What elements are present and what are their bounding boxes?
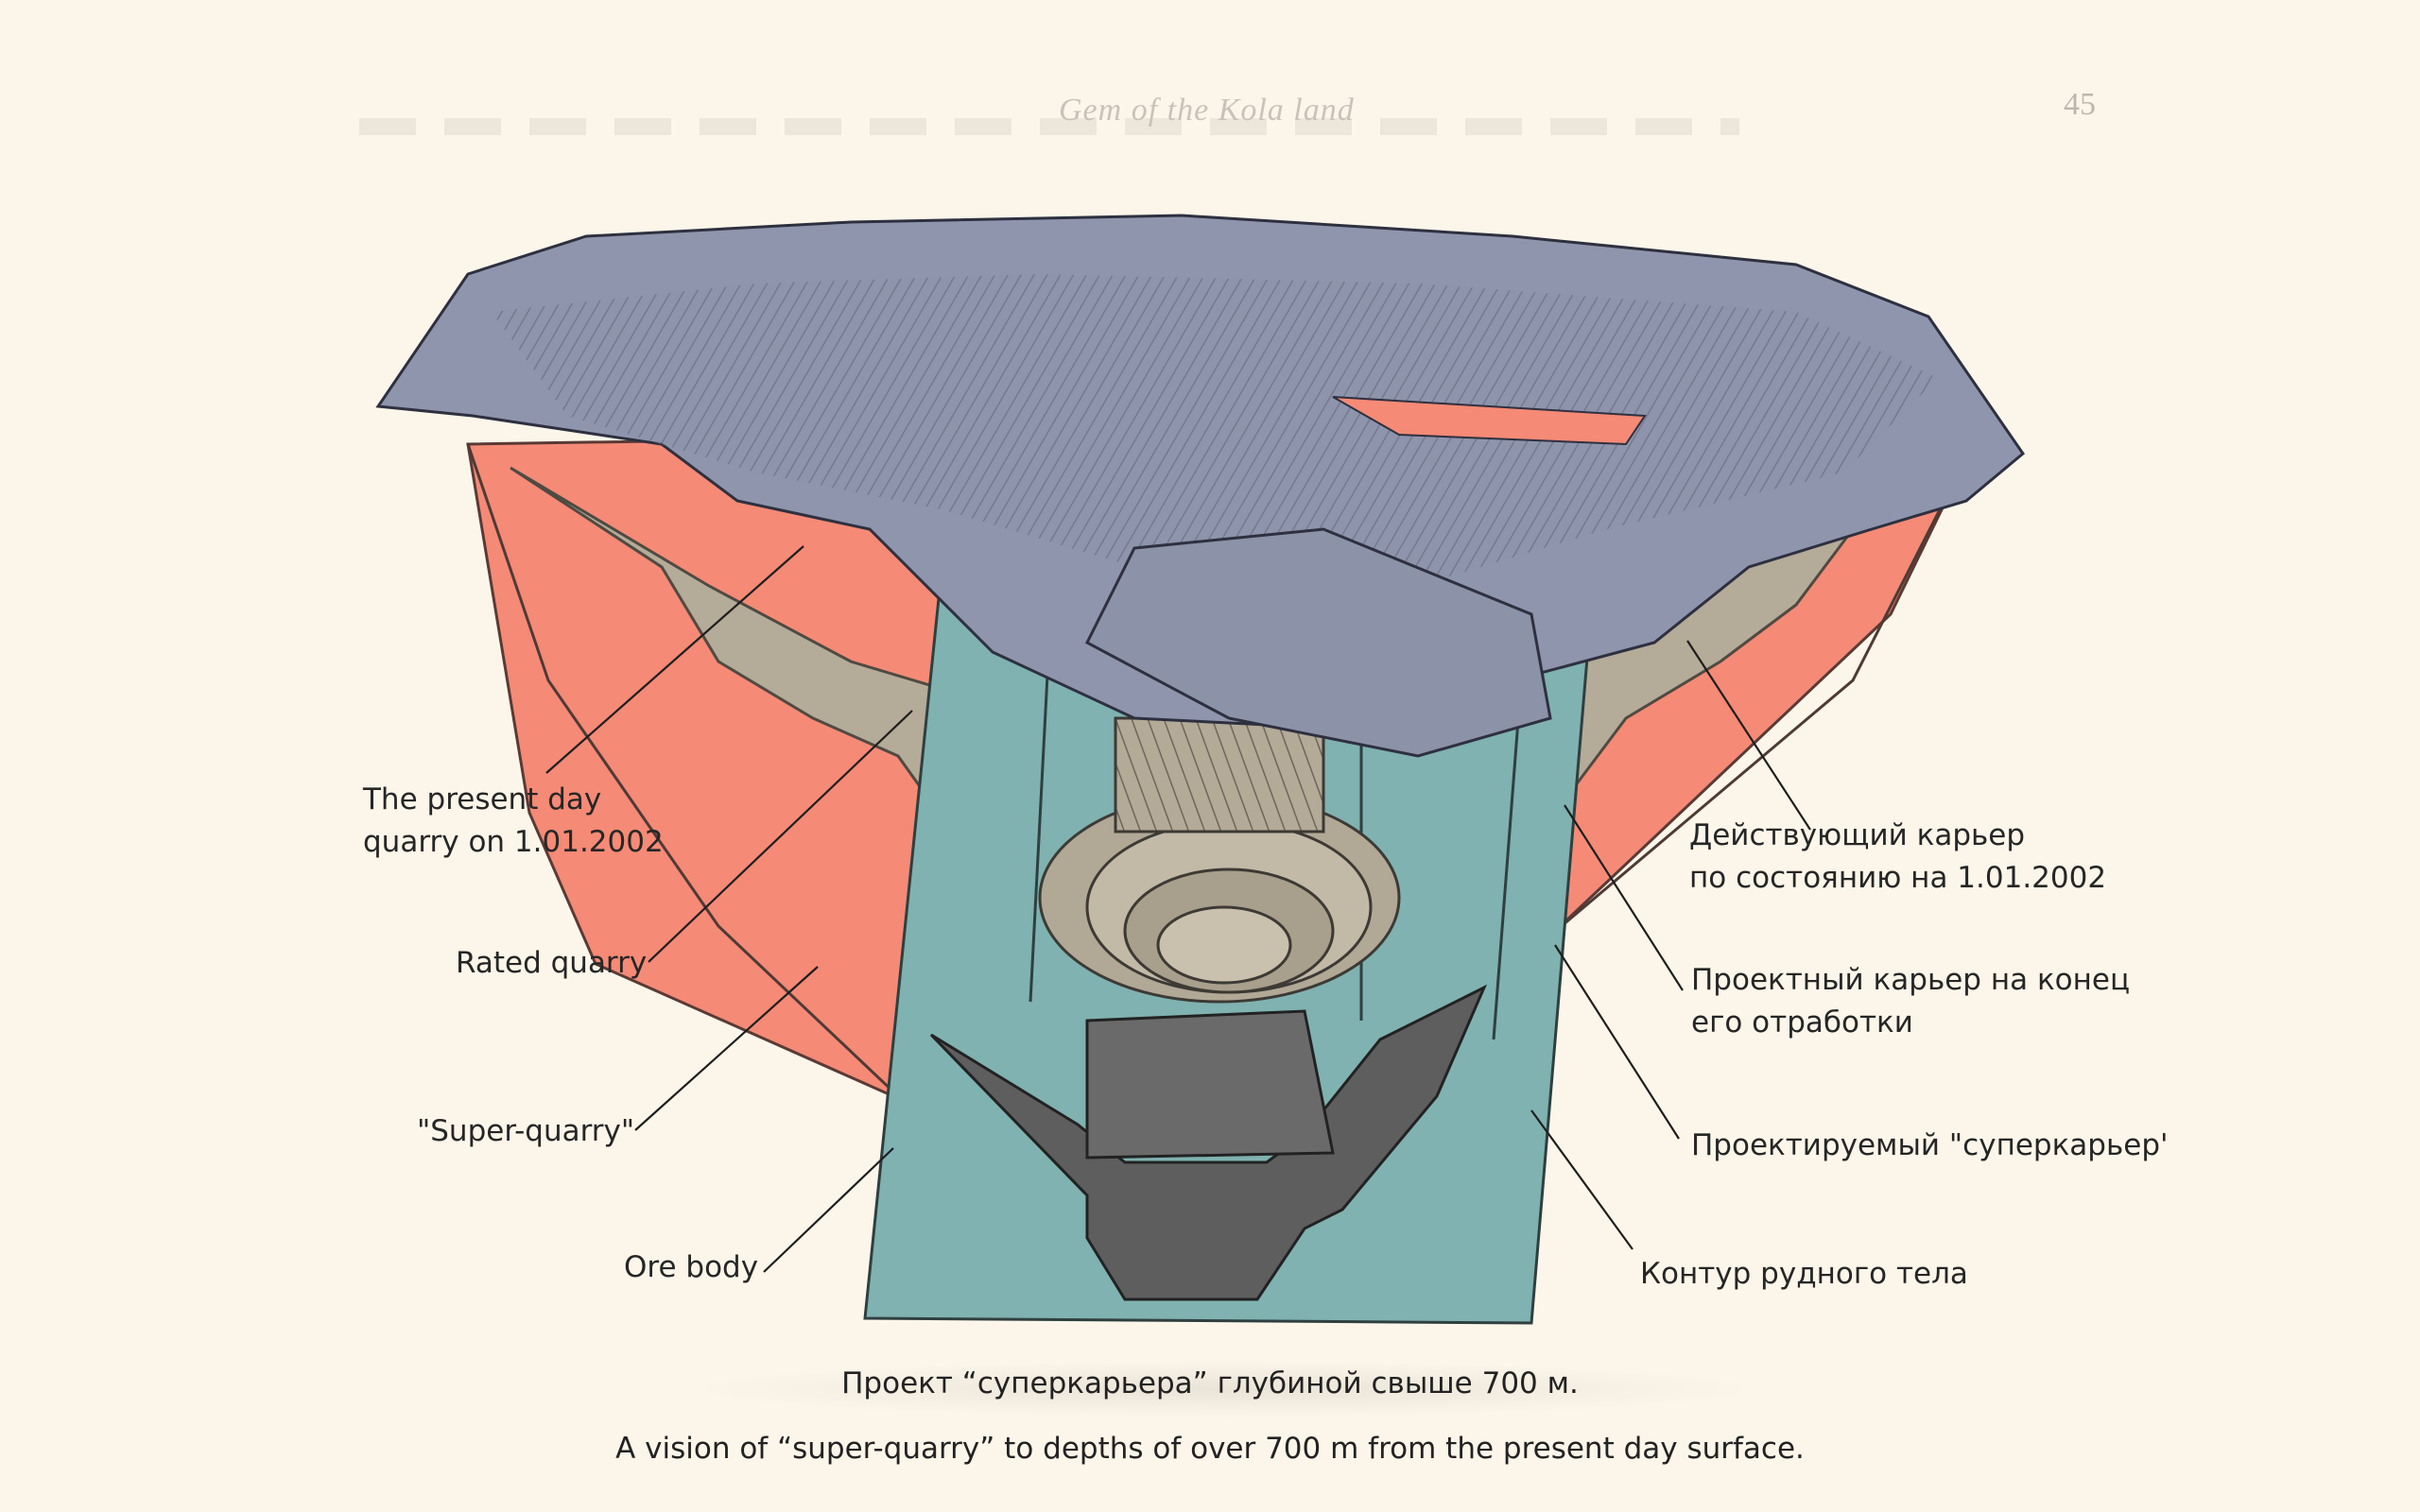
leader-super-ru (1554, 944, 1680, 1140)
leader-rated (648, 710, 913, 963)
label-rated-quarry-ru: Проектный карьер на конец его отработки (1691, 959, 2130, 1044)
label-present-day-quarry-ru: Действующий карьер по состоянию на 1.01.… (1689, 815, 2106, 900)
label-line: Rated quarry (456, 946, 648, 980)
label-line: Ore body (624, 1250, 759, 1284)
leader-ore-ru (1530, 1109, 1634, 1250)
leader-super (634, 966, 819, 1131)
present-quarry-red-edge (1332, 396, 1647, 446)
running-head: Gem of the Kola land (1059, 93, 1355, 128)
page-number: 45 (2064, 87, 2096, 122)
label-line: Действующий карьер (1689, 818, 2026, 852)
label-line: его отработки (1691, 1005, 1913, 1040)
deep-quarry-terraces (1038, 716, 1401, 1004)
label-line: "Super-quarry" (417, 1114, 635, 1148)
label-line: Проектный карьер на конец (1691, 963, 2131, 997)
leader-ore (763, 1147, 894, 1273)
super-quarry-edge-left (466, 443, 900, 1098)
present-quarry-center-pit (1085, 527, 1552, 758)
label-line: quarry on 1.01.2002 (363, 825, 664, 859)
label-super-quarry: "Super-quarry" (417, 1110, 634, 1153)
leader-present-ru (1686, 640, 1811, 831)
ore-pit-dark (929, 984, 1488, 1301)
leader-lines (545, 545, 1811, 1273)
caption-russian: Проект “суперкарьера” глубиной свыше 700… (841, 1366, 1579, 1400)
label-line: Контур рудного тела (1640, 1257, 1968, 1291)
leader-present-day (545, 545, 804, 774)
label-present-day-quarry: The present day quarry on 1.01.2002 (363, 779, 664, 864)
label-ore-body: Ore body (624, 1246, 758, 1289)
present-quarry-texture (492, 274, 1938, 586)
label-ore-body-ru: Контур рудного тела (1640, 1253, 1968, 1296)
paper-bleed (681, 1361, 1768, 1418)
header-rule (359, 118, 1739, 135)
caption-english: A vision of “super-quarry” to depths of … (615, 1432, 1805, 1466)
label-line: по состоянию на 1.01.2002 (1689, 861, 2107, 895)
label-line: Проектируемый "суперкарьер' (1691, 1128, 2169, 1162)
label-rated-quarry: Rated quarry (456, 942, 647, 985)
label-super-quarry-ru: Проектируемый "суперкарьер' (1691, 1125, 2169, 1167)
ore-pit-floor (1085, 1009, 1335, 1160)
leader-rated-ru (1564, 804, 1684, 991)
label-line: The present day (363, 782, 602, 816)
